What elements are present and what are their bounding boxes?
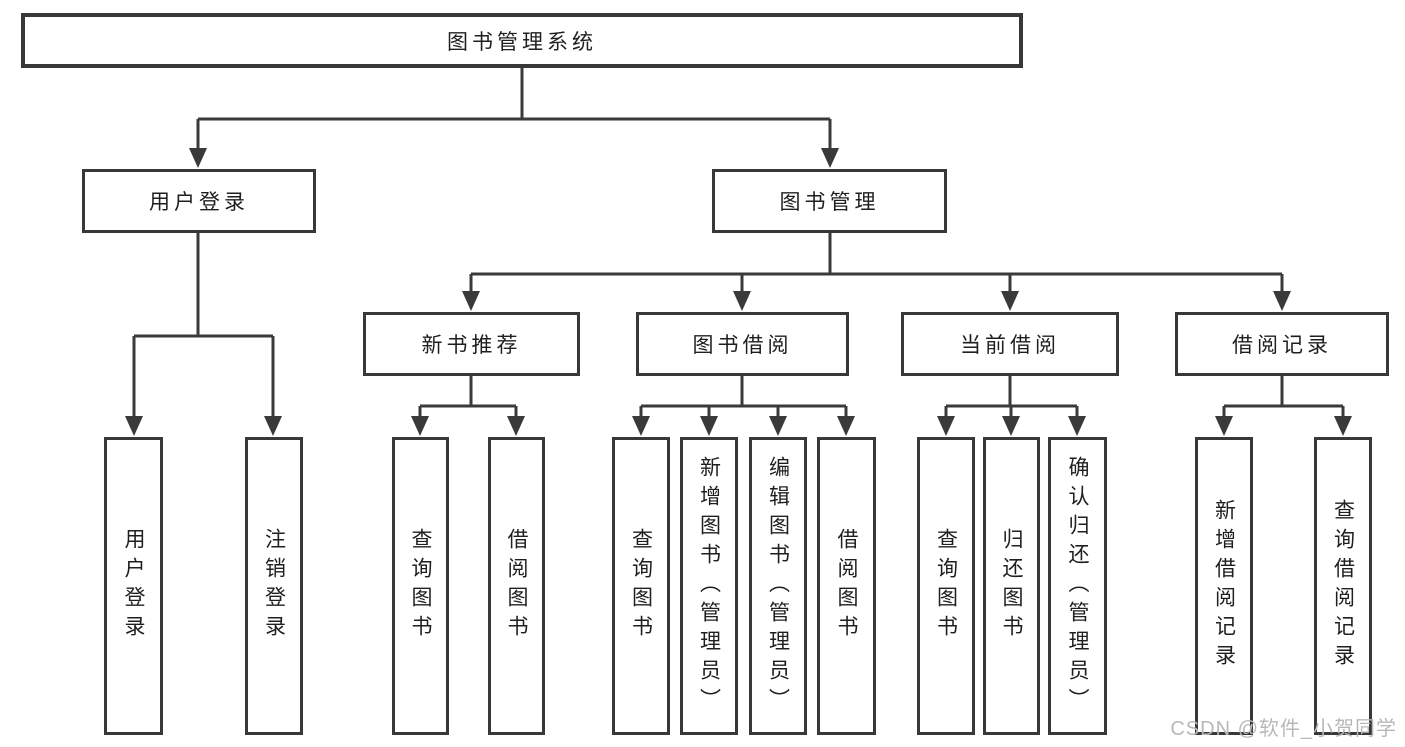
node-user-login: 用户登录 <box>82 169 316 233</box>
edges-current-borrow <box>937 376 1086 436</box>
node-leaf-return-book: 归还图书 <box>983 437 1040 735</box>
node-current-borrowing: 当前借阅 <box>901 312 1119 376</box>
node-leaf-logout: 注销登录 <box>245 437 303 735</box>
node-leaf-query-borrow-record: 查询借阅记录 <box>1314 437 1372 735</box>
node-leaf-query-books-3: 查询图书 <box>917 437 975 735</box>
node-leaf-edit-book-admin: 编辑图书（管理员） <box>749 437 807 735</box>
edges-new-book <box>411 376 525 436</box>
edges-user-login <box>125 233 282 436</box>
node-book-management: 图书管理 <box>712 169 947 233</box>
node-leaf-query-books-1: 查询图书 <box>392 437 449 735</box>
node-new-book-recommend: 新书推荐 <box>363 312 580 376</box>
edges-book-borrow <box>632 376 855 436</box>
csdn-watermark: CSDN @软件_小贺同学 <box>1170 718 1397 740</box>
node-leaf-add-borrow-record: 新增借阅记录 <box>1195 437 1253 735</box>
edges-borrow-records <box>1215 376 1352 436</box>
node-leaf-user-login: 用户登录 <box>104 437 163 735</box>
node-leaf-confirm-return-admin: 确认归还（管理员） <box>1048 437 1107 735</box>
node-leaf-query-books-2: 查询图书 <box>612 437 670 735</box>
node-leaf-borrow-books-1: 借阅图书 <box>488 437 545 735</box>
edges-book-mgmt <box>462 233 1291 311</box>
node-book-borrowing: 图书借阅 <box>636 312 849 376</box>
node-borrow-records: 借阅记录 <box>1175 312 1389 376</box>
node-leaf-add-book-admin: 新增图书（管理员） <box>680 437 738 735</box>
node-root-system: 图书管理系统 <box>21 13 1023 68</box>
edges-root <box>189 68 839 168</box>
node-leaf-borrow-books-2: 借阅图书 <box>817 437 876 735</box>
